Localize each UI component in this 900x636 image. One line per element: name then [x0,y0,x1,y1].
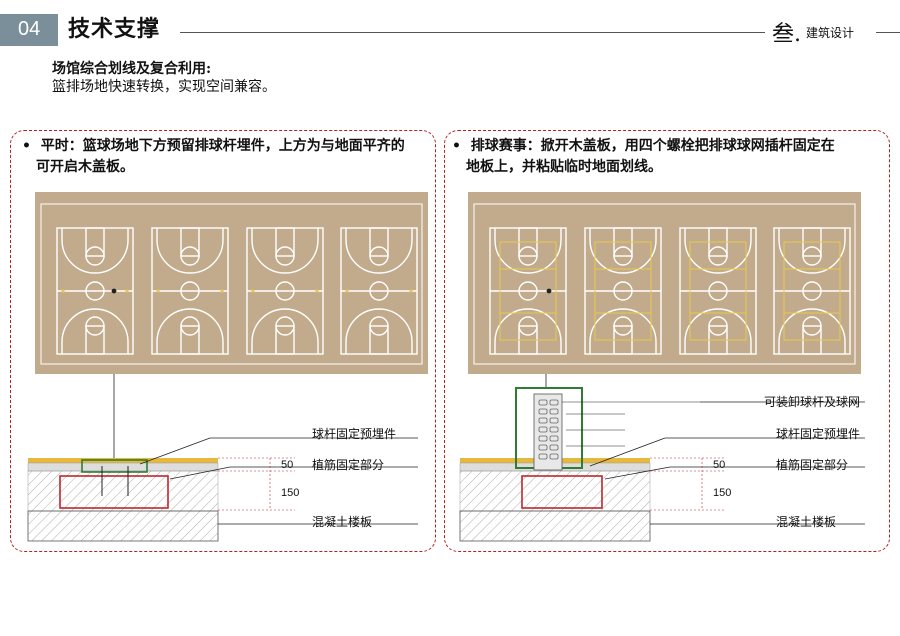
volleyball-pole-points [61,289,129,293]
right-text-line2: 地板上，并粘贴临时地面划线。 [466,159,662,175]
volleyball-courts-plan [468,192,861,374]
section-number: 04 [18,18,41,40]
intro-heading: 场馆综合划线及复合利用: [52,61,212,77]
volleyball-court [584,227,662,355]
left-label-slab: 混凝土楼板 [312,515,373,529]
left-dim-50: 50 [281,459,294,471]
volleyball-pole-points [156,289,224,293]
left-text-line1: 平时：篮球场地下方预留排球杆埋件，上方为与地面平齐的 [40,138,405,154]
right-label-rebar: 植筋固定部分 [776,458,849,472]
volleyball-court [489,227,567,355]
right-label-embed: 球杆固定预埋件 [776,427,861,441]
volleyball-lines [499,241,557,341]
right-label-slab: 混凝土楼板 [776,515,837,529]
volleyball-lines [783,241,841,341]
basketball-court [56,227,134,355]
left-dim-150: 150 [281,487,300,499]
section-marker-dot [546,288,552,294]
right-dim-150: 150 [713,487,732,499]
bullet-dot: • [22,138,41,154]
volleyball-pole-points [345,289,413,293]
section-number-box: 04 [0,14,58,46]
right-panel [444,130,890,552]
header-rule [180,32,765,33]
basketball-court [340,227,418,355]
left-panel [10,130,436,552]
basketball-courts-drawing [40,203,423,365]
right-label-pole: 可装卸球杆及球网 [764,395,861,409]
intro-body: 篮排场地快速转换，实现空间兼容。 [52,79,276,95]
right-dim-50: 50 [713,459,726,471]
basketball-court [246,227,324,355]
left-text-line2: 可开启木盖板。 [36,159,134,175]
volleyball-court [773,227,851,355]
volleyball-court [679,227,757,355]
volleyball-courts-drawing [473,203,856,365]
volleyball-pole-points [251,289,319,293]
left-section-detail [27,374,418,542]
volleyball-lines [689,241,747,341]
right-panel-text: • 排球赛事：掀开木盖板，用四个螺栓把排球球网插杆固定在 地板上，并粘贴临时地面… [452,136,835,178]
basketball-court [151,227,229,355]
basketball-courts-plan [35,192,428,374]
left-label-embed: 球杆固定预埋件 [312,427,397,441]
right-section-detail [459,374,865,542]
left-panel-text: • 平时：篮球场地下方预留排球杆埋件，上方为与地面平齐的 可开启木盖板。 [22,136,405,178]
page-title: 技术支撑 [68,16,161,42]
left-label-rebar: 植筋固定部分 [312,458,385,472]
logo-text: 建筑设计 [806,26,855,40]
volleyball-lines [594,241,652,341]
right-text-line1: 排球赛事：掀开木盖板，用四个螺栓把排球球网插杆固定在 [470,138,835,154]
header-rule-right [876,32,900,33]
logo-glyph: 叁. [772,22,801,47]
bullet-dot: • [452,138,471,154]
section-marker-dot [111,288,117,294]
